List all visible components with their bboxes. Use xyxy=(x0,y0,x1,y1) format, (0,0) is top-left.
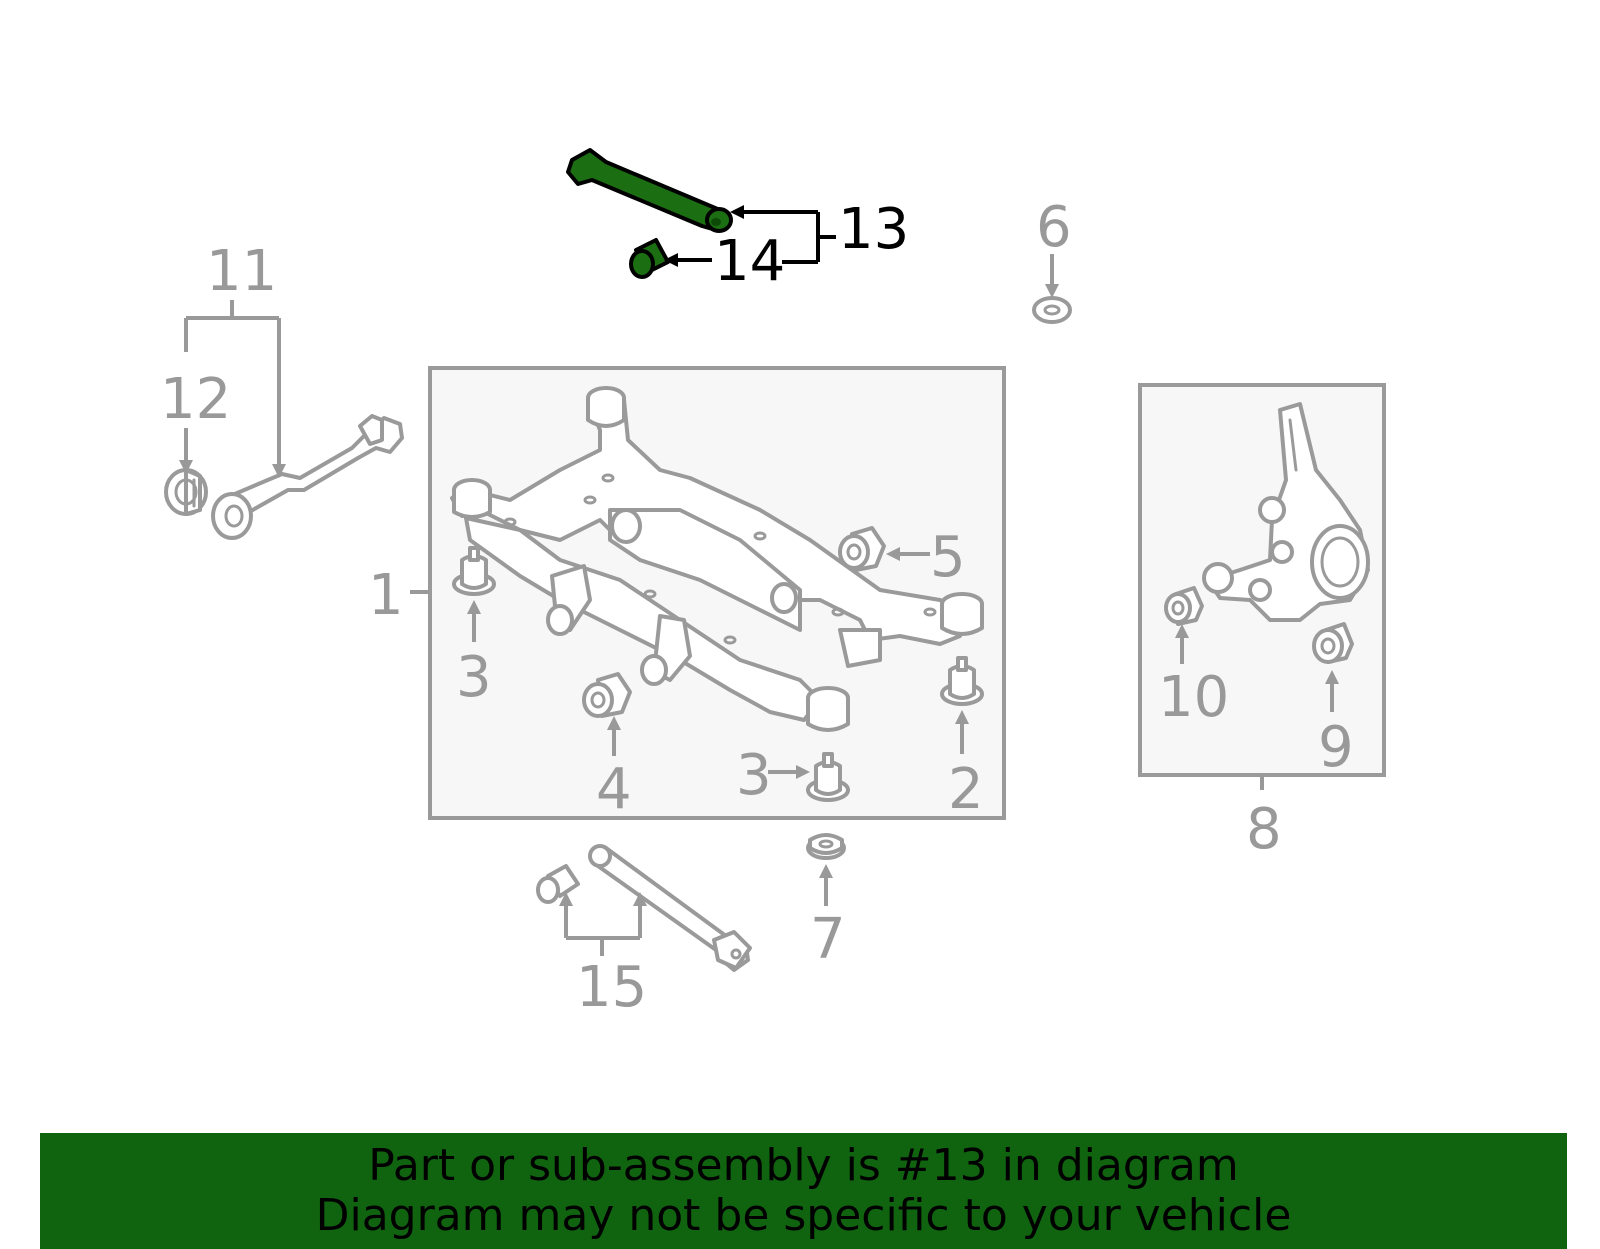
callout-13[interactable]: 13 xyxy=(838,197,909,262)
part-10-bushing[interactable] xyxy=(1164,586,1204,626)
subframe-panel xyxy=(428,366,1006,820)
info-banner: Part or sub-assembly is #13 in diagram D… xyxy=(40,1133,1567,1249)
callout-5[interactable]: 5 xyxy=(930,525,966,590)
part-8-knuckle[interactable] xyxy=(1202,402,1370,622)
part-11-link-arm[interactable] xyxy=(211,414,404,540)
part-4-bushing[interactable] xyxy=(582,672,632,718)
callout-9[interactable]: 9 xyxy=(1318,715,1354,780)
callout-4[interactable]: 4 xyxy=(596,757,632,822)
callout-15[interactable]: 15 xyxy=(576,955,647,1020)
part-9-bushing[interactable] xyxy=(1312,622,1354,664)
banner-line-2: Diagram may not be specific to your vehi… xyxy=(315,1190,1292,1241)
callout-1[interactable]: 1 xyxy=(368,563,404,628)
callout-3-bottom[interactable]: 3 xyxy=(736,743,772,808)
part-13-control-arm[interactable] xyxy=(566,148,733,233)
callout-8[interactable]: 8 xyxy=(1246,797,1282,862)
part-12-bushing[interactable] xyxy=(164,468,208,516)
callout-10[interactable]: 10 xyxy=(1158,665,1229,730)
banner-line-1: Part or sub-assembly is #13 in diagram xyxy=(368,1140,1239,1191)
callout-13-14-bracket xyxy=(664,205,836,267)
callout-11[interactable]: 11 xyxy=(206,239,277,304)
part-3-mount-bottom[interactable] xyxy=(806,752,850,802)
part-1-subframe[interactable] xyxy=(450,386,984,732)
callout-7[interactable]: 7 xyxy=(810,907,846,972)
part-15-trailing-link[interactable] xyxy=(536,844,752,972)
part-5-bushing[interactable] xyxy=(838,526,886,572)
callout-12[interactable]: 12 xyxy=(160,367,231,432)
part-6-washer[interactable] xyxy=(1032,296,1072,324)
part-3-mount-left[interactable] xyxy=(452,546,496,596)
part-2-mount[interactable] xyxy=(940,656,984,706)
part-14-bushing[interactable] xyxy=(629,238,670,279)
callout-14[interactable]: 14 xyxy=(714,229,785,294)
callout-3-left[interactable]: 3 xyxy=(456,645,492,710)
callout-2[interactable]: 2 xyxy=(948,757,984,822)
part-7-washer[interactable] xyxy=(806,833,846,860)
callout-6[interactable]: 6 xyxy=(1036,195,1072,260)
